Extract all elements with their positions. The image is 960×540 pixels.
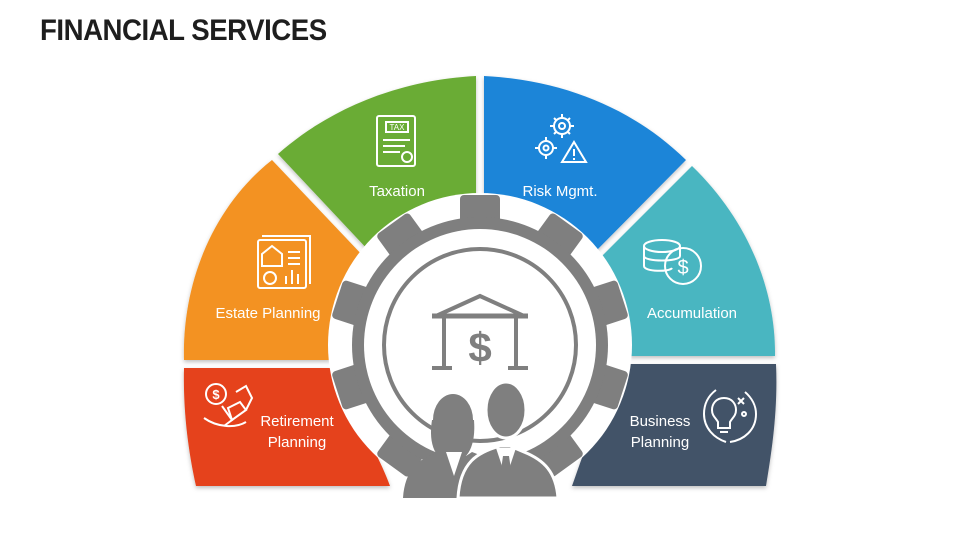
- tax-label-text: TAX: [390, 123, 406, 132]
- center-gear: $: [328, 193, 632, 497]
- strategy-lightbulb-icon: [702, 389, 758, 443]
- label-business-planning: Business Planning: [610, 411, 710, 453]
- label-estate-planning: Estate Planning: [215, 305, 321, 322]
- page-title: FINANCIAL SERVICES: [40, 14, 327, 47]
- coins-dollar-sign: $: [677, 257, 688, 279]
- label-retirement-line2: Planning: [267, 434, 327, 451]
- business-people-icon: [403, 380, 560, 500]
- label-business-line2: Planning: [630, 434, 690, 451]
- house-documents-icon: [257, 235, 311, 289]
- center-dollar-sign: $: [468, 324, 491, 371]
- label-retirement-line1: Retirement: [260, 413, 334, 430]
- label-risk-management: Risk Mgmt.: [522, 183, 598, 200]
- label-business-line1: Business: [629, 413, 691, 430]
- label-taxation: Taxation: [369, 183, 425, 200]
- label-accumulation: Accumulation: [646, 305, 738, 322]
- coins-dollar-icon: [643, 239, 702, 285]
- gears-warning-icon: [535, 114, 588, 163]
- segment-estate-planning[interactable]: [183, 160, 365, 360]
- label-retirement-planning: Retirement Planning: [247, 411, 347, 453]
- rocking-chair-dollar-icon: [203, 383, 254, 428]
- bank-dollar-icon: [432, 293, 528, 370]
- rocking-chair-dollar-sign: $: [212, 387, 220, 402]
- segment-accumulation[interactable]: [596, 166, 776, 356]
- tax-document-icon: [376, 115, 416, 167]
